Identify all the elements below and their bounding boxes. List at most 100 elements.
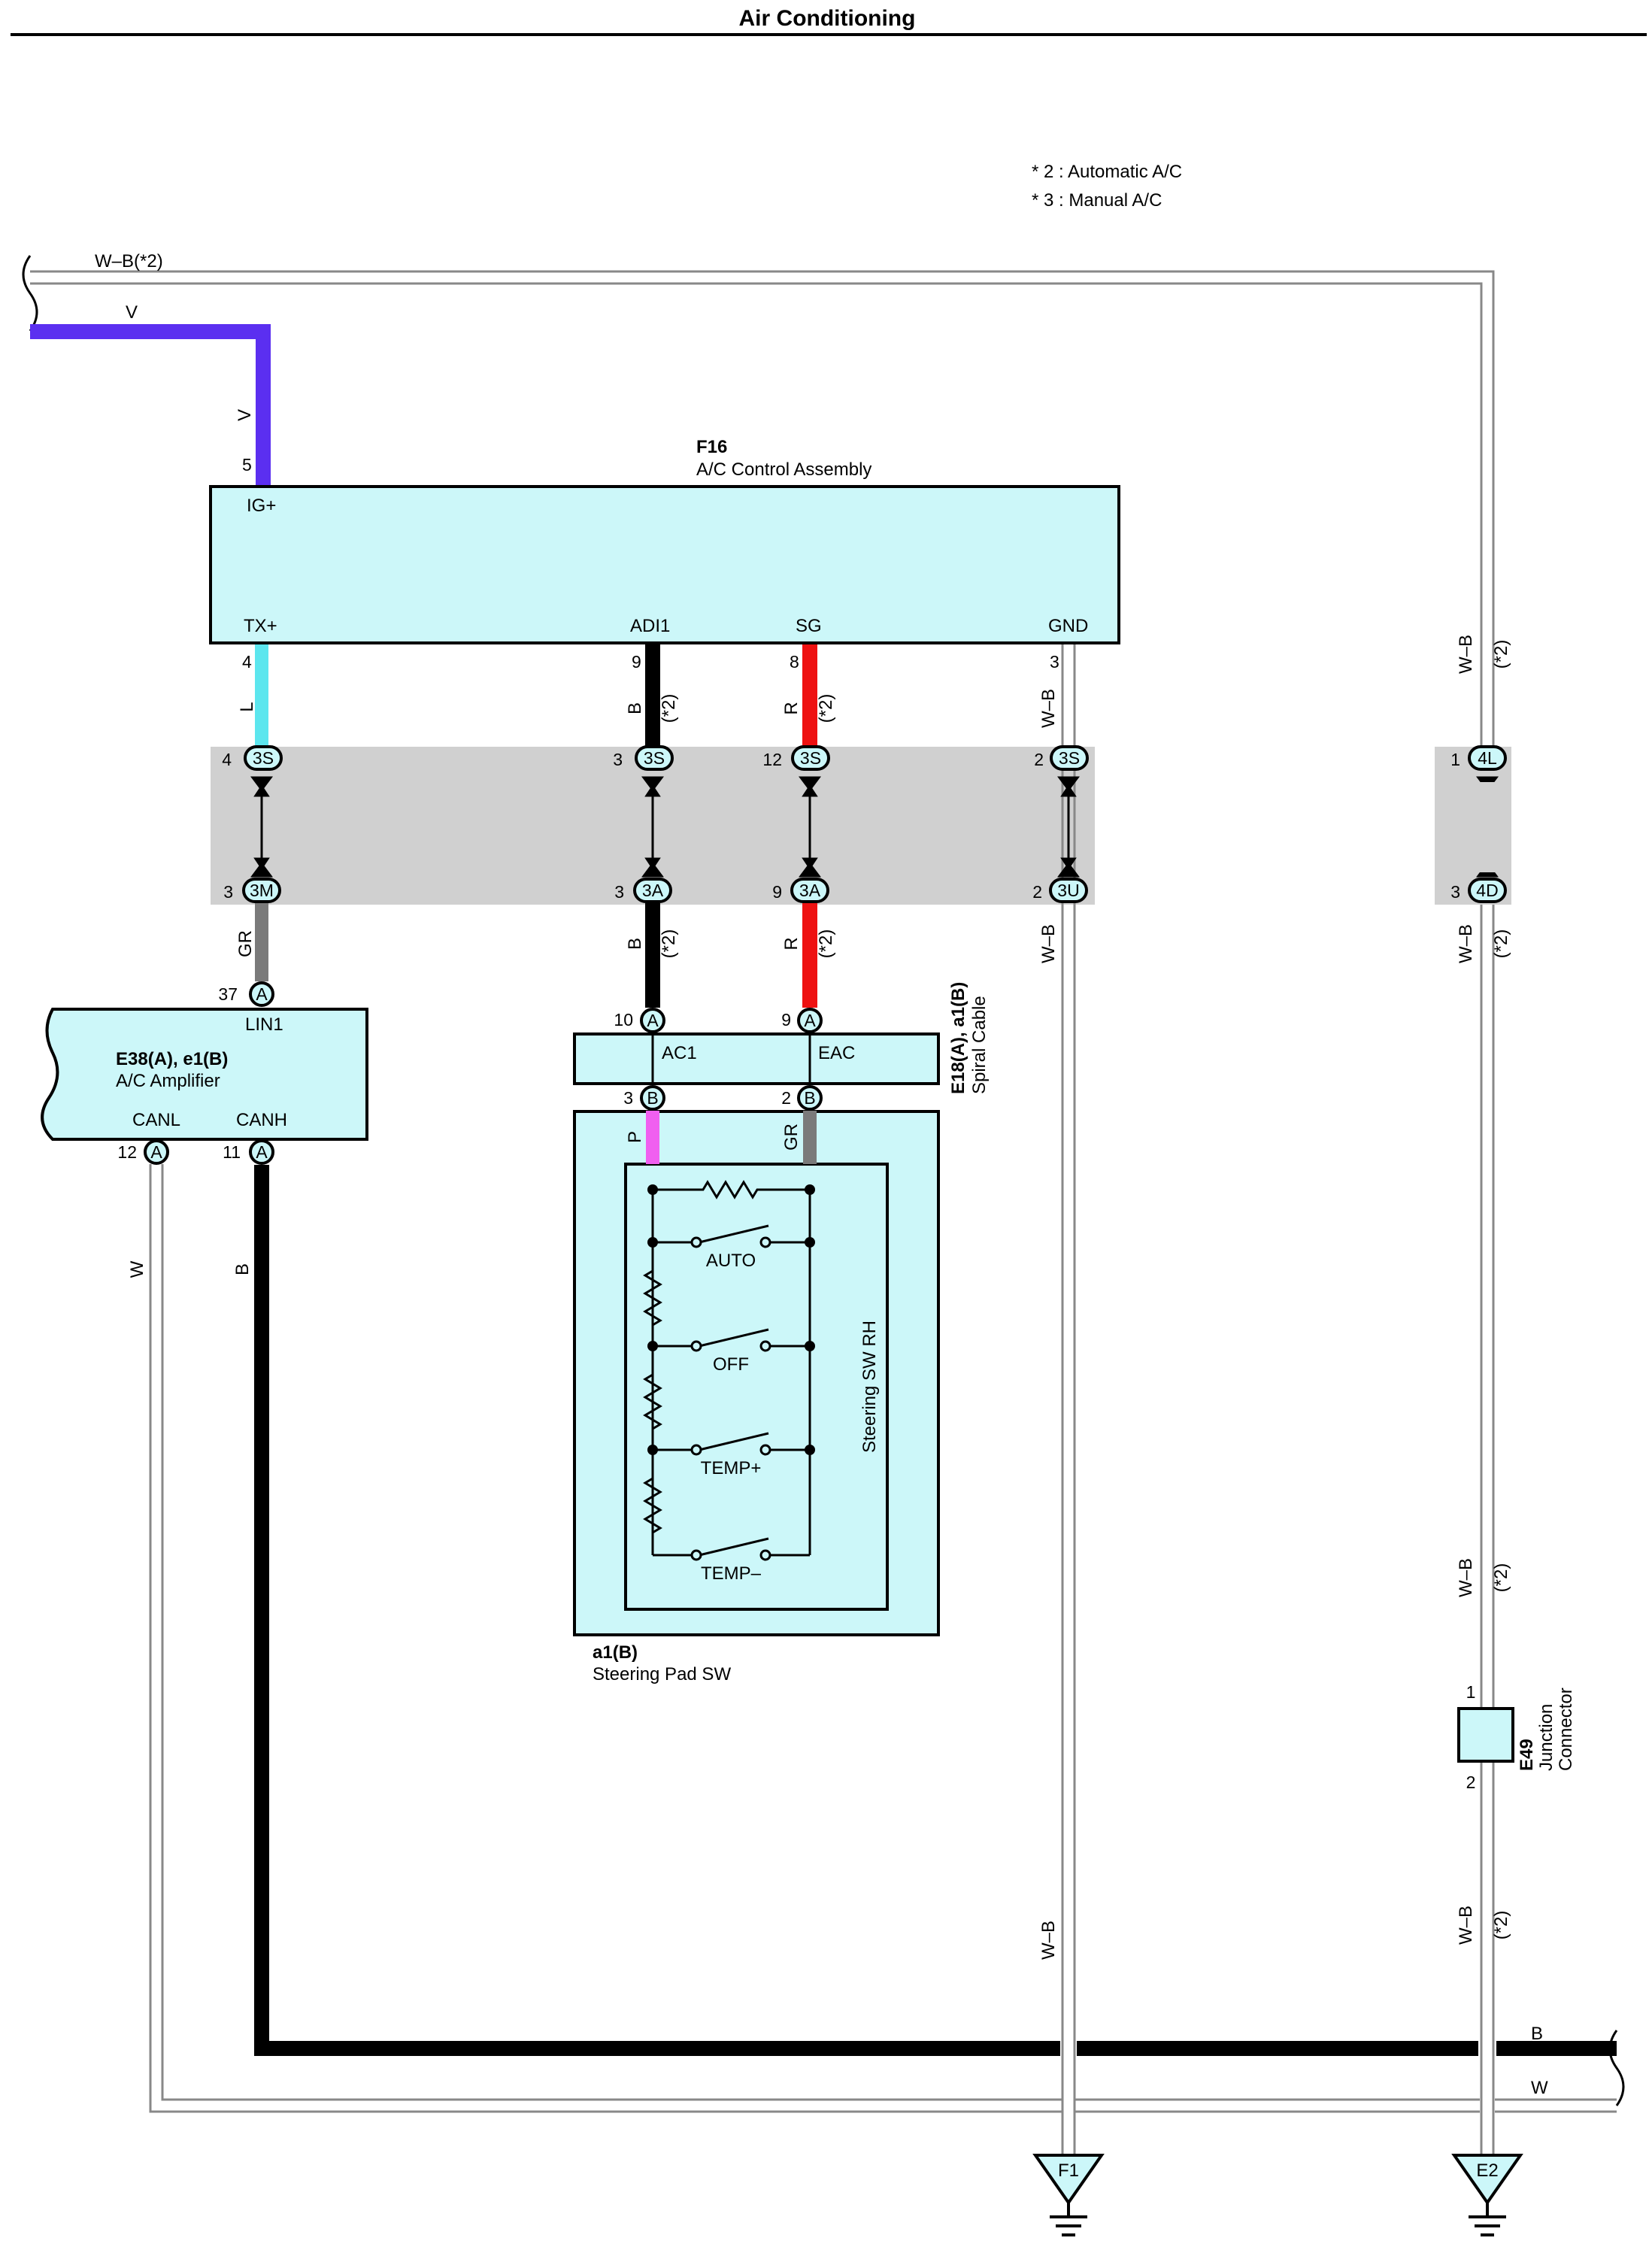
wire-label-w-right: W — [1531, 2078, 1548, 2098]
wire-label-gr-sw: GR — [781, 1123, 802, 1151]
e18-pin-eac: EAC — [818, 1043, 855, 1063]
svg-text:A: A — [256, 1142, 268, 1162]
switch-temp-plus: TEMP+ — [701, 1458, 762, 1478]
wire-w-canl — [149, 1164, 1617, 2113]
wire-label-b-adi-up: B — [625, 702, 645, 714]
connector-4d: 3 4D — [1450, 878, 1507, 903]
wire-label-star-sg-up: (*2) — [816, 694, 836, 723]
wire-label-p: P — [625, 1131, 645, 1143]
e18-name: Spiral Cable — [969, 996, 990, 1094]
switch-auto: AUTO — [706, 1251, 756, 1271]
e38-pin-canh-num: 11 — [223, 1142, 241, 1162]
wire-label-l: L — [237, 702, 257, 711]
connector-3s-adi: 3 3S — [613, 745, 674, 771]
e38-pin-canl: CANL — [132, 1110, 180, 1130]
e49-name-2: Connector — [1556, 1687, 1576, 1771]
wire-label-wb-e49-lo: W–B — [1456, 1906, 1476, 1945]
wire-label-wb-top: W–B(*2) — [95, 251, 163, 271]
f16-pin-igp: IG+ — [247, 496, 276, 516]
connector-3a-adi: 3 3A — [614, 878, 672, 903]
switch-temp-minus: TEMP– — [701, 1563, 762, 1584]
svg-text:4L: 4L — [1478, 748, 1497, 768]
e49-name-1: Junction — [1536, 1704, 1557, 1771]
f16-pin-igp-num: 5 — [242, 455, 252, 475]
connector-3s-tx: 4 3S — [222, 745, 283, 771]
svg-text:3: 3 — [223, 882, 233, 902]
wire-label-b-vert: B — [232, 1263, 253, 1275]
f16-pin-gnd-num: 3 — [1050, 652, 1059, 672]
svg-text:3: 3 — [613, 750, 623, 769]
wire-label-wb-gnd-bottom: W–B — [1038, 1921, 1059, 1960]
svg-text:3U: 3U — [1057, 881, 1079, 900]
a1-name: Steering Pad SW — [593, 1664, 731, 1684]
e49-pin2: 2 — [1466, 1772, 1476, 1792]
e18-pin-b3-num: 3 — [623, 1088, 633, 1108]
legend-automatic: * 2 : Automatic A/C — [1032, 162, 1182, 182]
connector-3s-gnd: 2 3S — [1034, 745, 1089, 771]
component-a1: P GR — [573, 1110, 940, 1684]
f16-pin-txp: TX+ — [244, 616, 277, 636]
connector-4l: 1 4L — [1450, 745, 1507, 771]
f16-pin-sg-num: 8 — [790, 652, 799, 672]
f16-pin-adi1-num: 9 — [632, 652, 641, 672]
wire-label-b-adi-lo: B — [625, 938, 645, 950]
svg-text:3S: 3S — [253, 748, 274, 768]
wire-label-w-vert: W — [127, 1260, 147, 1278]
svg-text:12: 12 — [762, 750, 782, 769]
ground-e2-label: E2 — [1476, 2160, 1498, 2181]
switch-off: OFF — [713, 1354, 749, 1375]
wire-label-b-right: B — [1531, 2024, 1543, 2044]
wire-label-wb-right-mid: W–B — [1456, 924, 1476, 963]
wb-top-wire — [30, 270, 1495, 2170]
svg-text:3S: 3S — [1059, 748, 1080, 768]
svg-text:3S: 3S — [644, 748, 665, 768]
wire-label-gr-amp: GR — [235, 930, 256, 957]
wire-label-star-adi-lo: (*2) — [659, 929, 679, 959]
svg-text:A: A — [150, 1142, 162, 1162]
e38-pin-canl-num: 12 — [117, 1142, 137, 1162]
wire-label-star-sg-lo: (*2) — [816, 929, 836, 959]
wire-label-v-vert: V — [235, 409, 255, 421]
svg-text:3: 3 — [1450, 882, 1460, 902]
component-e18: AC1 EAC E18(A), a1(B) Spiral Cable 10 A … — [573, 982, 990, 1111]
ground-f1-label: F1 — [1058, 2160, 1079, 2181]
svg-text:B: B — [804, 1088, 815, 1108]
wire-label-wb-right-up: W–B — [1456, 635, 1476, 674]
e38-pin-lin1-num: 37 — [218, 984, 238, 1004]
svg-text:3: 3 — [614, 882, 624, 902]
wire-label-r-sg-up: R — [781, 702, 802, 714]
svg-text:B: B — [647, 1088, 658, 1108]
svg-text:3S: 3S — [800, 748, 821, 768]
e38-code: E38(A), e1(B) — [116, 1049, 228, 1069]
wire-b-canh — [254, 1165, 1617, 2056]
connector-3m: 3 3M — [223, 878, 281, 903]
f16-pin-txp-num: 4 — [242, 652, 252, 672]
svg-text:A: A — [804, 1011, 816, 1030]
e18-code: E18(A), a1(B) — [948, 982, 968, 1094]
f16-name: A/C Control Assembly — [696, 459, 871, 480]
page-title: Air Conditioning — [739, 6, 916, 31]
svg-text:9: 9 — [772, 882, 782, 902]
wire-label-v-top: V — [126, 302, 138, 323]
e18-pin-ac1: AC1 — [662, 1043, 697, 1063]
component-e38: E38(A), e1(B) A/C Amplifier LIN1 CANL CA… — [41, 981, 368, 1165]
e18-pin-b2-num: 2 — [781, 1088, 791, 1108]
wire-label-star-e49-lo: (*2) — [1491, 1911, 1511, 1940]
svg-text:4: 4 — [222, 750, 232, 769]
svg-text:1: 1 — [1450, 750, 1460, 769]
e18-pin-eac-num: 9 — [781, 1010, 791, 1029]
left-break-mark — [22, 255, 38, 332]
a1-code: a1(B) — [593, 1642, 638, 1663]
e38-name: A/C Amplifier — [116, 1071, 220, 1091]
e18-pin-ac1-num: 10 — [614, 1010, 633, 1029]
f16-pin-gnd: GND — [1048, 616, 1088, 636]
wire-label-star-right-mid: (*2) — [1491, 929, 1511, 959]
bus-crossing — [1060, 2040, 1496, 2114]
e38-pin-canh: CANH — [236, 1110, 287, 1130]
legend-manual: * 3 : Manual A/C — [1032, 190, 1162, 211]
wire-label-wb-gnd-up: W–B — [1038, 689, 1059, 728]
wire-wb-right — [1475, 782, 1499, 872]
svg-text:3M: 3M — [250, 881, 274, 900]
svg-text:2: 2 — [1034, 750, 1044, 769]
e49-pin1: 1 — [1466, 1682, 1476, 1702]
